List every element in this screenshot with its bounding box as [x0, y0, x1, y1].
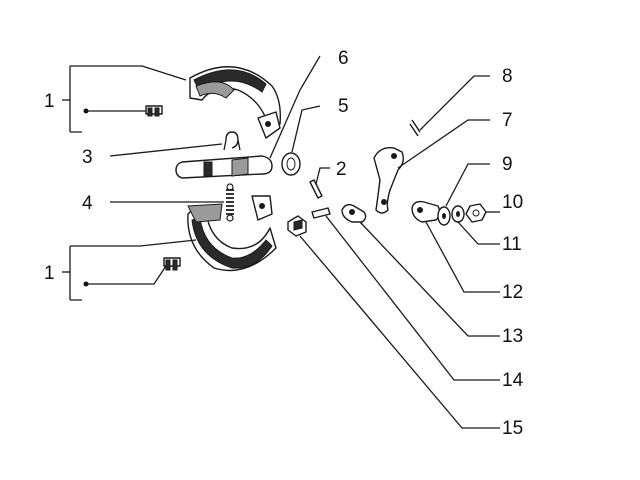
callout-7: 7: [502, 110, 513, 131]
washer-large: [437, 206, 451, 226]
washer-small: [451, 205, 465, 223]
callout-2: 2: [336, 159, 347, 180]
cam-shaft: [175, 155, 273, 179]
seal-ring: [281, 152, 301, 176]
callout-labels: 1 1 2 3 4 5 6 7 8 9 10 11 12 13 14 15: [44, 48, 524, 439]
callout-6: 6: [338, 48, 349, 69]
callout-5: 5: [338, 96, 349, 117]
callout-14: 14: [502, 370, 524, 391]
operating-lever: [373, 147, 405, 214]
bolt: [287, 215, 307, 237]
return-spring: [226, 183, 234, 222]
small-pin: [309, 179, 323, 199]
rivet-top: [145, 105, 163, 117]
rivet-bottom: [163, 257, 181, 271]
callout-10: 10: [502, 192, 523, 213]
callout-13: 13: [502, 326, 523, 347]
lever-link: [341, 203, 367, 223]
callout-3: 3: [82, 147, 93, 168]
brake-shoe-bottom: [187, 195, 277, 272]
callout-15: 15: [502, 418, 523, 439]
callout-12: 12: [502, 282, 523, 303]
callout-11: 11: [502, 234, 522, 255]
brake-shoe-top: [189, 66, 282, 139]
callout-1-top: 1: [44, 91, 55, 112]
callout-8: 8: [502, 66, 513, 87]
spring-clip: [223, 131, 241, 151]
pin: [311, 207, 331, 219]
callout-1-bottom: 1: [44, 263, 55, 284]
callout-4: 4: [82, 193, 93, 214]
nut: [465, 203, 487, 223]
bracket: [411, 200, 441, 223]
cotter-pin: [409, 119, 421, 137]
callout-9: 9: [502, 154, 513, 175]
leader-lines: [62, 55, 500, 429]
